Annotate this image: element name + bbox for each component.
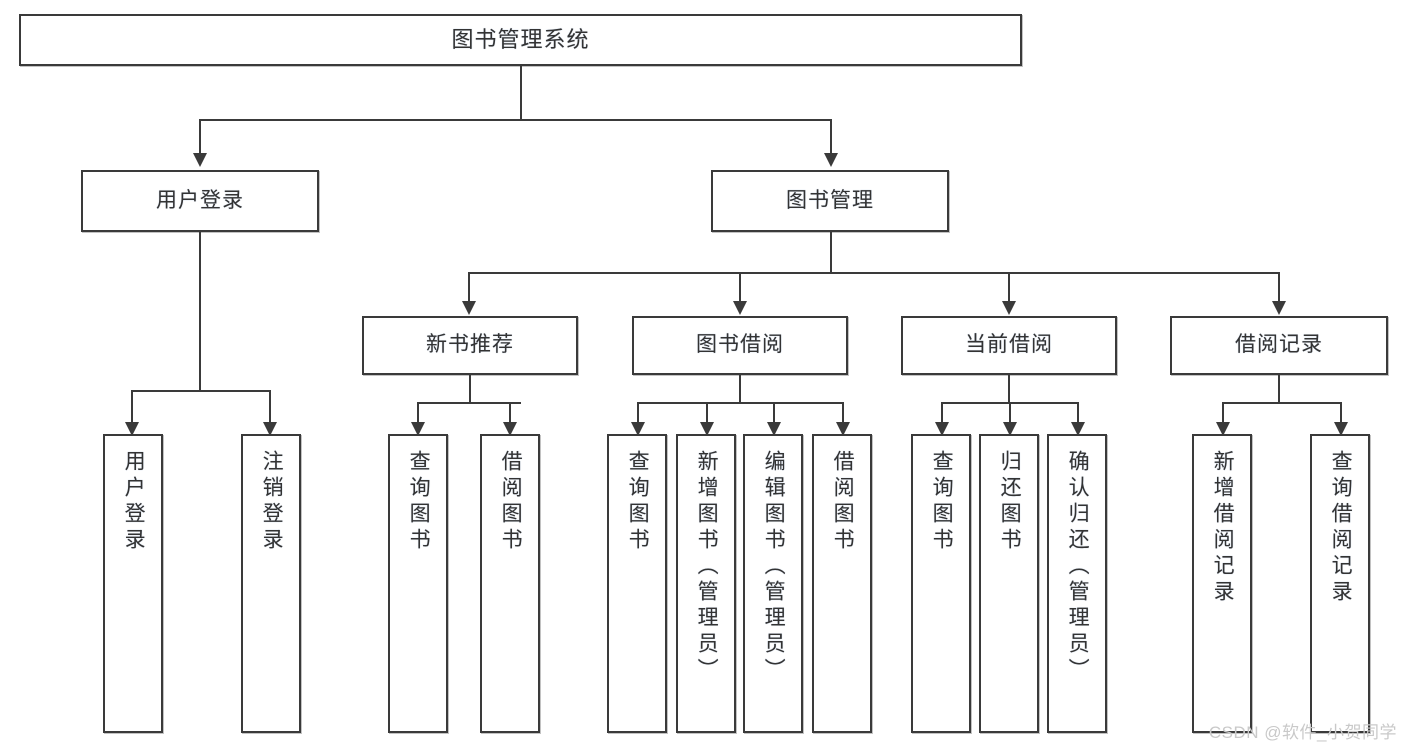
connector-bookmanage-to-currentborrow: [1008, 272, 1010, 301]
arrowhead-bookmanage-to-bookborrow: [733, 301, 747, 315]
node-label: 借阅图书: [499, 450, 523, 554]
arrowhead-newbook-to-leaf1: [411, 422, 425, 436]
leaf-logout[interactable]: 注销登录: [241, 434, 301, 733]
arrowhead-bookborrow-to-leaf3: [767, 422, 781, 436]
connector-bookborrow-to-leaf3: [773, 402, 775, 422]
node-label: 图书管理: [786, 188, 874, 212]
node-label: 注销登录: [260, 450, 284, 554]
arrowhead-currentborrow-to-leaf2: [1003, 422, 1017, 436]
arrowhead-root-to-bookmanage: [824, 153, 838, 167]
connector-userlogin-bus: [131, 390, 269, 392]
node-label: 查询借阅记录: [1329, 450, 1353, 606]
node-new-book-recommend[interactable]: 新书推荐: [362, 316, 578, 375]
connector-bookmanage-stem: [830, 232, 832, 272]
node-book-manage[interactable]: 图书管理: [711, 170, 949, 232]
leaf-add-book-admin[interactable]: 新增图书（管理员）: [676, 434, 736, 733]
arrowhead-currentborrow-to-leaf1: [935, 422, 949, 436]
leaf-edit-book-admin[interactable]: 编辑图书（管理员）: [743, 434, 803, 733]
leaf-borrow-book-newbook[interactable]: 借阅图书: [480, 434, 540, 733]
connector-currentborrow-to-leaf1: [941, 402, 943, 422]
arrowhead-bookborrow-to-leaf1: [631, 422, 645, 436]
arrowhead-borrowrecord-to-leaf1: [1216, 422, 1230, 436]
arrowhead-borrowrecord-to-leaf2: [1334, 422, 1348, 436]
node-label: 归还图书: [998, 450, 1022, 554]
node-label: 确认归还（管理员）: [1066, 450, 1090, 684]
connector-bookmanage-bus: [468, 272, 1280, 274]
arrowhead-userlogin-to-leaf1: [125, 422, 139, 436]
connector-userlogin-to-leaf1: [131, 390, 133, 422]
node-label: 查询图书: [930, 450, 954, 554]
leaf-query-book-current[interactable]: 查询图书: [911, 434, 971, 733]
connector-newbook-bus: [417, 402, 521, 404]
connector-bookborrow-to-leaf4: [842, 402, 844, 422]
connector-newbook-to-leaf2: [509, 402, 511, 422]
connector-root-stem: [520, 66, 522, 119]
connector-currentborrow-to-leaf2: [1009, 402, 1011, 422]
node-user-login[interactable]: 用户登录: [81, 170, 319, 232]
node-label: 图书管理系统: [451, 27, 590, 53]
arrowhead-bookmanage-to-borrowrecord: [1272, 301, 1286, 315]
node-label: 查询图书: [407, 450, 431, 554]
leaf-user-login[interactable]: 用户登录: [103, 434, 163, 733]
node-label: 借阅图书: [831, 450, 855, 554]
connector-root-to-userlogin: [199, 119, 201, 153]
connector-currentborrow-to-leaf3: [1077, 402, 1079, 422]
connector-bookmanage-to-borrowrecord: [1278, 272, 1280, 301]
connector-bookmanage-to-newbook: [468, 272, 470, 301]
node-label: 新书推荐: [426, 333, 514, 357]
connector-borrowrecord-to-leaf2: [1340, 402, 1342, 422]
connector-bookborrow-to-leaf2: [706, 402, 708, 422]
arrowhead-root-to-userlogin: [193, 153, 207, 167]
arrowhead-currentborrow-to-leaf3: [1071, 422, 1085, 436]
arrowhead-newbook-to-leaf2: [503, 422, 517, 436]
connector-root-bus: [199, 119, 831, 121]
leaf-query-book-newbook[interactable]: 查询图书: [388, 434, 448, 733]
node-label: 用户登录: [156, 188, 244, 212]
arrowhead-bookmanage-to-newbook: [462, 301, 476, 315]
node-label: 新增借阅记录: [1211, 450, 1235, 606]
connector-newbook-stem: [469, 375, 471, 402]
node-label: 新增图书（管理员）: [695, 450, 719, 684]
node-label: 图书借阅: [696, 333, 784, 357]
connector-borrowrecord-to-leaf1: [1222, 402, 1224, 422]
connector-borrowrecord-bus: [1222, 402, 1340, 404]
leaf-return-book[interactable]: 归还图书: [979, 434, 1039, 733]
arrowhead-bookmanage-to-currentborrow: [1002, 301, 1016, 315]
connector-currentborrow-stem: [1008, 375, 1010, 402]
connector-bookborrow-bus: [637, 402, 844, 404]
node-current-borrow[interactable]: 当前借阅: [901, 316, 1117, 375]
connector-newbook-to-leaf1: [417, 402, 419, 422]
connector-userlogin-to-leaf2: [269, 390, 271, 422]
connector-bookborrow-to-leaf1: [637, 402, 639, 422]
node-label: 用户登录: [122, 450, 146, 554]
leaf-confirm-return-admin[interactable]: 确认归还（管理员）: [1047, 434, 1107, 733]
leaf-query-book-borrow[interactable]: 查询图书: [607, 434, 667, 733]
arrowhead-bookborrow-to-leaf4: [836, 422, 850, 436]
leaf-add-borrow-record[interactable]: 新增借阅记录: [1192, 434, 1252, 733]
node-label: 当前借阅: [965, 333, 1053, 357]
connector-borrowrecord-stem: [1278, 375, 1280, 402]
node-book-borrow[interactable]: 图书借阅: [632, 316, 848, 375]
connector-userlogin-stem: [199, 232, 201, 390]
arrowhead-userlogin-to-leaf2: [263, 422, 277, 436]
leaf-query-borrow-record[interactable]: 查询借阅记录: [1310, 434, 1370, 733]
connector-bookmanage-to-bookborrow: [739, 272, 741, 301]
connector-bookborrow-stem: [739, 375, 741, 402]
node-borrow-record[interactable]: 借阅记录: [1170, 316, 1388, 375]
arrowhead-bookborrow-to-leaf2: [700, 422, 714, 436]
connector-root-to-bookmanage: [830, 119, 832, 153]
node-root-system[interactable]: 图书管理系统: [19, 14, 1022, 66]
node-label: 编辑图书（管理员）: [762, 450, 786, 684]
leaf-borrow-book-borrow[interactable]: 借阅图书: [812, 434, 872, 733]
node-label: 借阅记录: [1235, 333, 1323, 357]
node-label: 查询图书: [626, 450, 650, 554]
